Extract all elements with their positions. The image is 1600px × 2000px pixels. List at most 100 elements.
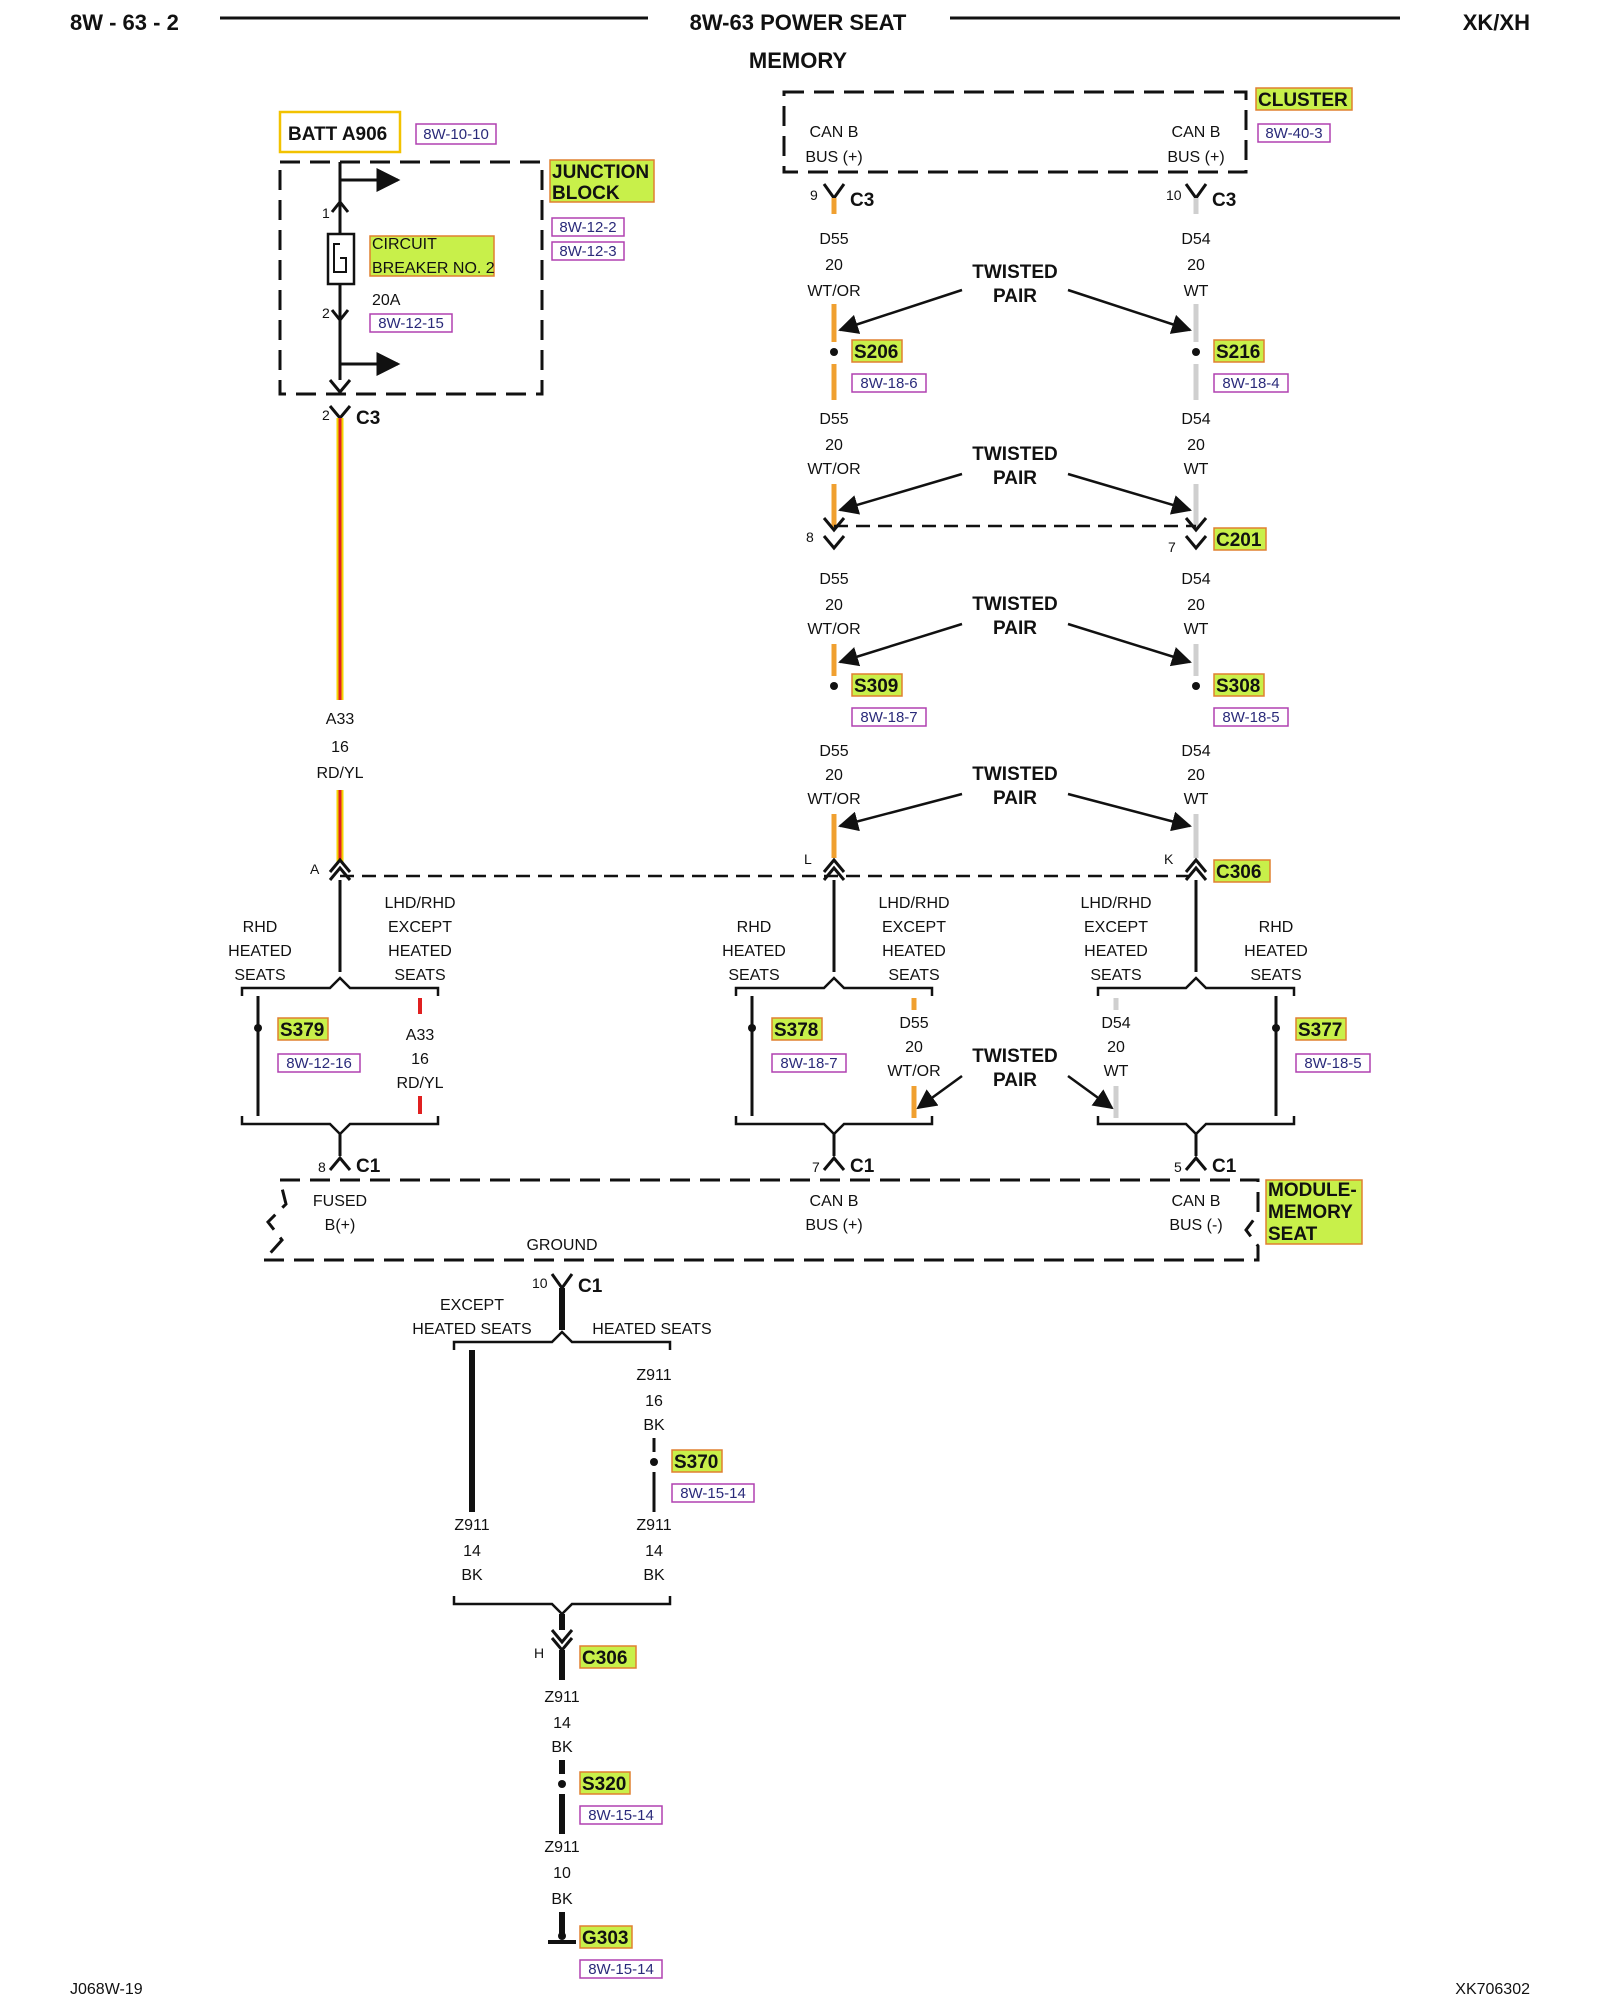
splice-s206: S206 8W-18-6 [851, 339, 927, 393]
g303-name: G303 [582, 1928, 628, 1949]
s377-ref-link[interactable]: 8W-18-5 [1304, 1055, 1361, 1072]
module-canm-1: CAN B [1172, 1193, 1221, 1210]
cl-c3-right-pin: 10 [1166, 187, 1182, 203]
module-ground: GROUND [526, 1237, 597, 1254]
d54-seg2-circuit: D54 [1181, 411, 1210, 428]
twisted-pair-4: TWISTED PAIR [838, 764, 1192, 832]
d55-seg4-gauge: 20 [825, 767, 843, 784]
right-rhd-2: HEATED [1244, 943, 1308, 960]
right-d54-circuit: D54 [1101, 1015, 1130, 1032]
s216-name: S216 [1216, 342, 1260, 363]
cl-c3-left-name: C3 [850, 190, 874, 211]
left-lhd-2: EXCEPT [388, 919, 452, 936]
gnd-left-color: BK [461, 1567, 483, 1584]
junction-block: JUNCTION BLOCK 8W-12-2 8W-12-3 1 2 CIRCU… [278, 159, 655, 396]
branch-right: LHD/RHD EXCEPT HEATED SEATS RHD HEATED S… [1080, 880, 1371, 1156]
c306-top-name: C306 [1216, 862, 1261, 883]
d54-seg1-color: WT [1184, 283, 1209, 300]
gnd-main-14-gauge: 14 [553, 1715, 571, 1732]
d55-seg1-color: WT/OR [807, 283, 860, 300]
c306-bottom-pin: H [534, 1645, 544, 1661]
d55-seg3-gauge: 20 [825, 597, 843, 614]
twisted-pair-1-line1: TWISTED [972, 262, 1058, 283]
s308-ref-link[interactable]: 8W-18-5 [1222, 709, 1279, 726]
module-c1-connectors: 8 C1 7 C1 5 C1 [318, 1155, 1237, 1177]
mod-c1-fused-name: C1 [356, 1156, 381, 1177]
gnd-left-gauge: 14 [463, 1543, 481, 1560]
cluster-can-right-2: BUS (+) [1167, 149, 1224, 166]
mid-lhd-3: HEATED [882, 943, 946, 960]
d55-seg2-color: WT/OR [807, 461, 860, 478]
twisted-pair-3-line2: PAIR [993, 618, 1037, 639]
s379-ref-link[interactable]: 8W-12-16 [286, 1055, 352, 1072]
d55-seg3-circuit: D55 [819, 571, 848, 588]
cl-c3-left-pin: 9 [810, 187, 818, 203]
d54-seg2-color: WT [1184, 461, 1209, 478]
s370-name: S370 [674, 1452, 718, 1473]
s320-ref-link[interactable]: 8W-15-14 [588, 1807, 654, 1824]
c306-pin-l: L [804, 851, 812, 867]
c306-bottom-name: C306 [582, 1648, 627, 1669]
left-rhd-3: SEATS [234, 967, 285, 984]
s379-name: S379 [280, 1020, 324, 1041]
junction-block-ref-link-2[interactable]: 8W-12-3 [559, 243, 616, 260]
cluster-can-left-1: CAN B [810, 124, 859, 141]
gnd-main-10-gauge: 10 [553, 1865, 571, 1882]
splice-s216: S216 8W-18-4 [1213, 339, 1289, 393]
module-canp-2: BUS (+) [805, 1217, 862, 1234]
cluster-module: CLUSTER 8W-40-3 CAN B BUS (+) CAN B BUS … [782, 87, 1353, 174]
d54-column: D54 20 WT D54 20 WT D54 20 WT D54 20 WT [1181, 198, 1211, 881]
s378-ref-link[interactable]: 8W-18-7 [780, 1055, 837, 1072]
model-code: XK/XH [1463, 10, 1530, 35]
page-id: 8W - 63 - 2 [70, 10, 179, 35]
d54-seg3-color: WT [1184, 621, 1209, 638]
d55-seg4-circuit: D55 [819, 743, 848, 760]
junction-block-label-2: BLOCK [552, 183, 620, 204]
mid-rhd-1: RHD [737, 919, 772, 936]
d54-seg4-color: WT [1184, 791, 1209, 808]
s308-name: S308 [1216, 676, 1260, 697]
mod-c1-fused-pin: 8 [318, 1159, 326, 1175]
gnd-right-16-color: BK [643, 1417, 665, 1434]
batt-label: BATT A906 [288, 124, 387, 145]
cluster-label: CLUSTER [1258, 90, 1348, 111]
mid-lhd-4: SEATS [888, 967, 939, 984]
gnd-main-10-circuit: Z911 [544, 1839, 579, 1856]
module-fused-2: B(+) [325, 1217, 356, 1234]
junction-block-ref-link-1[interactable]: 8W-12-2 [559, 219, 616, 236]
jb-c3-connector: 2 C3 [322, 405, 380, 429]
mid-d55-gauge: 20 [905, 1039, 923, 1056]
twisted-pair-3-line1: TWISTED [972, 594, 1058, 615]
s206-name: S206 [854, 342, 898, 363]
g303-ref-link[interactable]: 8W-15-14 [588, 1961, 654, 1978]
s309-ref-link[interactable]: 8W-18-7 [860, 709, 917, 726]
cb-ref-link[interactable]: 8W-12-15 [378, 315, 444, 332]
twisted-pair-5-line1: TWISTED [972, 1046, 1058, 1067]
s216-ref-link[interactable]: 8W-18-4 [1222, 375, 1279, 392]
page-subtitle: MEMORY [749, 48, 848, 73]
d54-seg4-gauge: 20 [1187, 767, 1205, 784]
batt-ref-link[interactable]: 8W-10-10 [423, 126, 489, 143]
s206-ref-link[interactable]: 8W-18-6 [860, 375, 917, 392]
footer-right-code: XK706302 [1455, 1981, 1530, 1998]
left-rhd-2: HEATED [228, 943, 292, 960]
mod-c1-gnd-pin: 10 [532, 1275, 548, 1291]
junction-block-label-1: JUNCTION [552, 162, 649, 183]
mod-c1-gnd-name: C1 [578, 1276, 603, 1297]
d54-seg3-gauge: 20 [1187, 597, 1205, 614]
d54-seg4-circuit: D54 [1181, 743, 1210, 760]
twisted-pair-4-line2: PAIR [993, 788, 1037, 809]
module-fused-1: FUSED [313, 1193, 367, 1210]
cluster-ref-link[interactable]: 8W-40-3 [1265, 125, 1322, 142]
splice-s309: S309 8W-18-7 [851, 673, 927, 727]
cluster-can-right-1: CAN B [1172, 124, 1221, 141]
gnd-right-14-circuit: Z911 [636, 1517, 671, 1534]
page-title: 8W-63 POWER SEAT [690, 10, 907, 35]
s370-ref-link[interactable]: 8W-15-14 [680, 1485, 746, 1502]
mod-c1-canm-pin: 5 [1174, 1159, 1182, 1175]
cl-c3-right-name: C3 [1212, 190, 1236, 211]
jb-c3-name: C3 [356, 408, 380, 429]
module-label-1: MODULE- [1268, 1180, 1357, 1201]
left-rhd-1: RHD [243, 919, 278, 936]
